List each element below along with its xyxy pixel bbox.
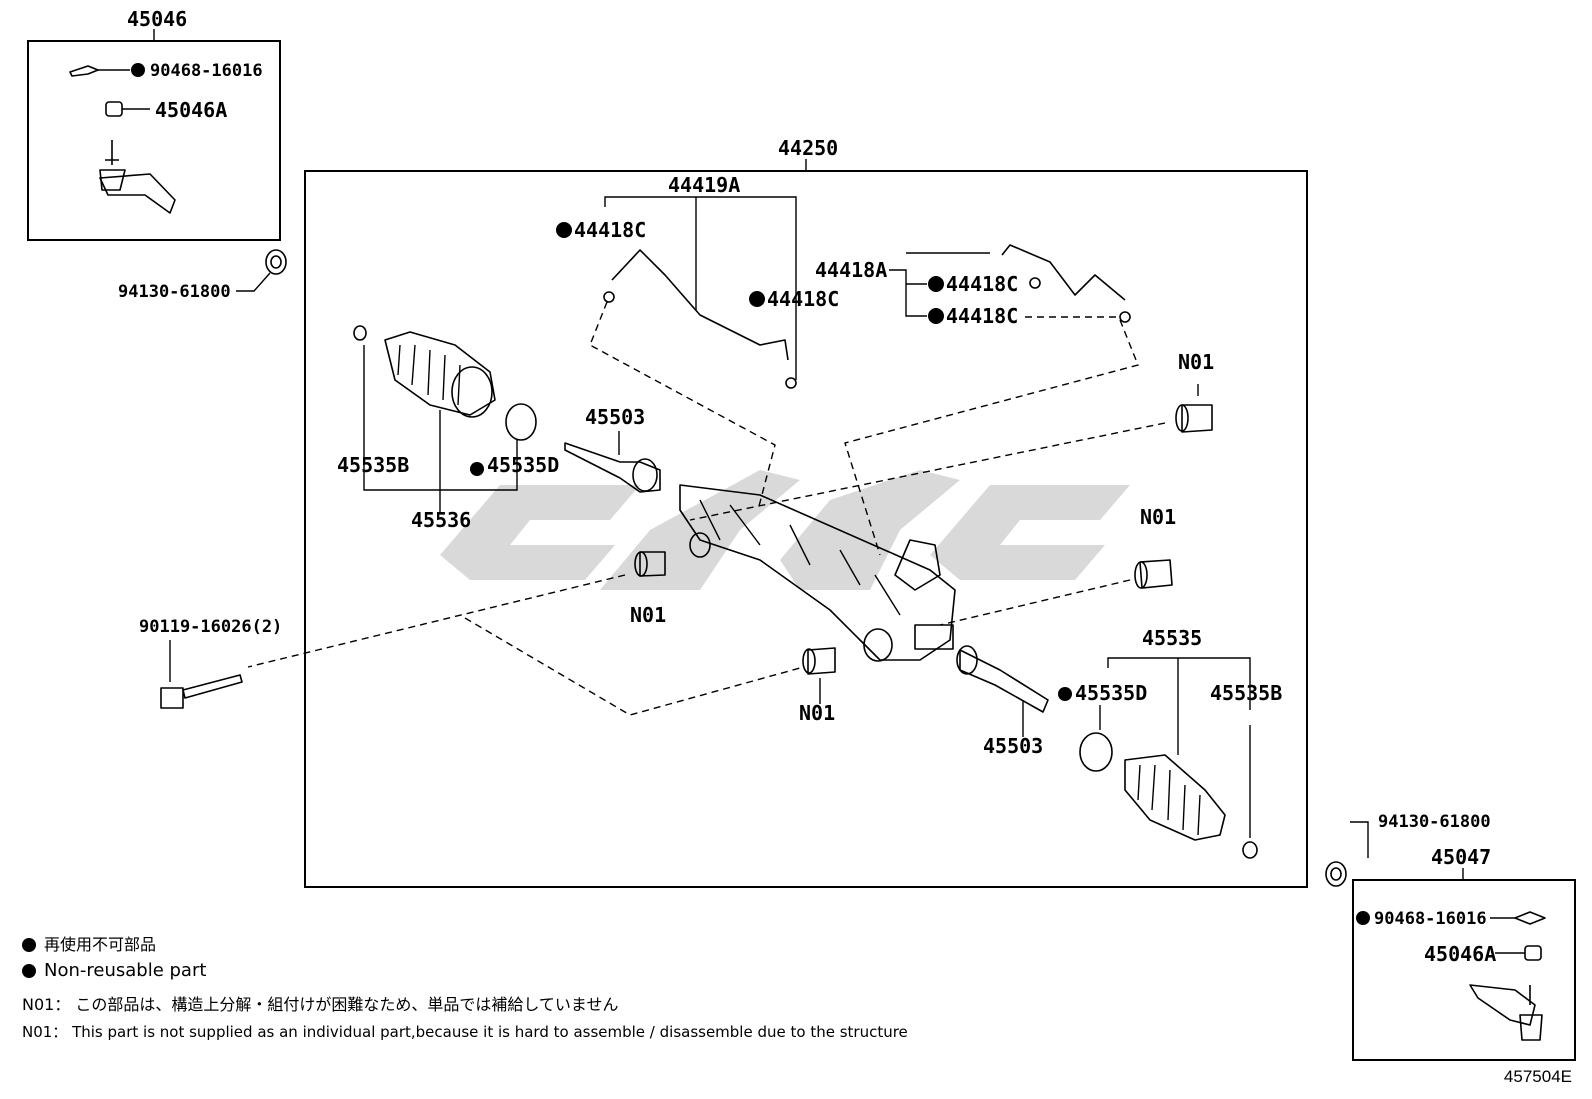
tube-44418a-icon	[889, 244, 1131, 324]
label-n01-right: N01	[1140, 505, 1176, 529]
legend-nonreusable-en: Non-reusable part	[22, 961, 206, 981]
label-bolt: 90119-16026(2)	[139, 617, 282, 637]
label-spacer-left: 94130-61800	[118, 282, 231, 302]
clip-right-icon	[1356, 911, 1546, 925]
assy-45047-frame	[1352, 879, 1576, 1061]
label-44418a: 44418A	[815, 258, 887, 282]
label-n01-top-right: N01	[1178, 350, 1214, 374]
label-boot-clip-right: 45535B	[1210, 681, 1282, 705]
label-boot-left: 45536	[411, 508, 471, 532]
label-n01-bottom: N01	[799, 701, 835, 725]
tie-rod-right-icon	[956, 645, 1049, 737]
label-boot-band-right: 45535D	[1075, 681, 1147, 705]
label-45046: 45046	[127, 7, 187, 31]
label-boot-clip-left: 45535B	[337, 453, 409, 477]
legend-nonreusable-jp: 再使用不可部品	[22, 935, 156, 955]
watermark-logo	[440, 470, 1130, 590]
boot-left-icon	[353, 325, 537, 513]
label-45047: 45047	[1431, 845, 1491, 869]
label-44250: 44250	[778, 136, 838, 160]
bushing-n01-left-icon	[634, 551, 666, 577]
label-oring-a: 44418C	[574, 218, 646, 242]
spacer-left-icon	[236, 249, 287, 292]
tube-44419a-icon	[556, 196, 797, 389]
label-44419a: 44419A	[668, 173, 740, 197]
label-clip-left: 90468-16016	[150, 61, 263, 81]
label-boot-right: 45535	[1142, 626, 1202, 650]
figure-id: 457504E	[1503, 1067, 1572, 1086]
label-boot-band-left: 45535D	[487, 453, 559, 477]
label-spacer-right: 94130-61800	[1378, 812, 1491, 832]
spacer-right-icon	[1325, 821, 1369, 887]
label-clip-right: 90468-16016	[1374, 909, 1487, 929]
boot-right-icon	[1058, 657, 1258, 859]
legend-n01-note-jp: N01： この部品は、構造上分解・組付けが困難なため、単品では補給していません	[22, 995, 619, 1014]
tie-rod-end-left-icon	[99, 140, 176, 214]
label-rod-right: 45503	[983, 734, 1043, 758]
tie-rod-left-icon	[564, 431, 661, 493]
steering-rack-icon	[679, 484, 956, 662]
label-rod-left: 45503	[585, 405, 645, 429]
label-oring-d: 44418C	[946, 304, 1018, 328]
label-n01-left: N01	[630, 603, 666, 627]
filled-dot-icon	[22, 964, 36, 978]
tie-rod-end-right-icon	[1469, 984, 1543, 1041]
label-nut-left: 45046A	[155, 98, 227, 122]
clip-icon	[69, 63, 145, 77]
bushing-n01-right-icon	[1134, 559, 1173, 589]
label-oring-b: 44418C	[767, 287, 839, 311]
filled-dot-icon	[22, 938, 36, 952]
nut-right-icon	[1495, 945, 1542, 961]
nut-icon	[105, 101, 150, 117]
legend-n01-note-en: N01： This part is not supplied as an ind…	[22, 1023, 908, 1041]
bushing-n01-bottom-icon	[802, 647, 836, 704]
label-oring-c: 44418C	[946, 272, 1018, 296]
bushing-n01-top-right-icon	[1175, 384, 1213, 433]
label-nut-right: 45046A	[1424, 942, 1496, 966]
bolt-icon	[160, 640, 243, 709]
